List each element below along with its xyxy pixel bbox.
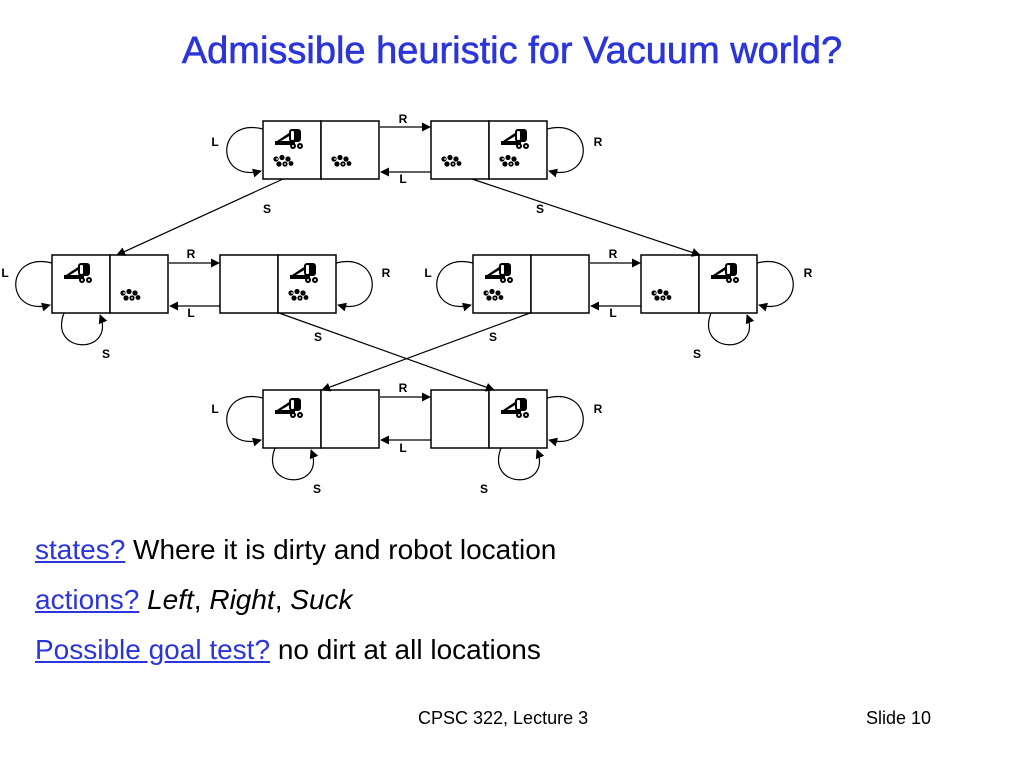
label-R-3-4: R xyxy=(187,247,196,261)
actions-suck: Suck xyxy=(290,584,353,615)
actions-left: Left xyxy=(147,584,194,615)
actions-right: Right xyxy=(209,584,275,615)
state-1-cell-right xyxy=(320,120,380,180)
bullet-states: states? Where it is dirty and robot loca… xyxy=(35,530,556,580)
label-S-state-3: S xyxy=(102,347,110,361)
label-S-state-7: S xyxy=(313,482,321,496)
states-link[interactable]: states? xyxy=(35,534,126,565)
label-R-5-6: R xyxy=(609,247,618,261)
actions-sep-1: , xyxy=(193,584,210,615)
label-R-state-8: R xyxy=(594,402,603,416)
loop-suck-state-8 xyxy=(498,447,545,481)
loop-suck-state-7 xyxy=(272,447,319,481)
state-4-cell-right xyxy=(277,254,337,314)
label-S-state-8: S xyxy=(480,482,488,496)
state-2-cell-left xyxy=(430,120,490,180)
slide-title: Admissible heuristic for Vacuum world? xyxy=(181,30,843,73)
label-L-8-7: L xyxy=(399,441,406,455)
state-6-cell-left xyxy=(640,254,700,314)
loop-left-state-3 xyxy=(15,260,53,312)
loop-suck-state-3 xyxy=(61,312,108,346)
state-7-cell-right xyxy=(320,389,380,449)
loop-suck-state-6 xyxy=(708,312,755,346)
loop-right-state-4 xyxy=(335,260,373,312)
label-L-state-5: L xyxy=(424,266,431,280)
label-R-1-2: R xyxy=(399,112,408,126)
label-S-state-6: S xyxy=(693,347,701,361)
label-R-state-6: R xyxy=(804,266,813,280)
label-L-state-1: L xyxy=(211,135,218,149)
label-R-7-8: R xyxy=(399,381,408,395)
arrow-S-2-6 xyxy=(471,178,701,257)
label-L-4-3: L xyxy=(187,306,194,320)
actions-sep-2: , xyxy=(274,584,291,615)
states-text: Where it is dirty and robot location xyxy=(125,534,557,565)
label-R-state-4: R xyxy=(382,266,391,280)
loop-left-state-7 xyxy=(226,395,264,447)
state-5-cell-left xyxy=(472,254,532,314)
bullet-actions: actions? Left, Right, Suck xyxy=(35,580,556,630)
loop-right-state-6 xyxy=(756,260,794,312)
arrow-S-4-8 xyxy=(278,312,495,392)
state-8-cell-left xyxy=(430,389,490,449)
arrow-S-5-7 xyxy=(321,312,531,392)
vacuum-state-space-diagram: L R R L S S L R S R L L R S R L S S L R S S R L xyxy=(1,112,813,496)
bullet-goal-test: Possible goal test? no dirt at all locat… xyxy=(35,630,556,680)
label-L-2-1: L xyxy=(399,172,406,186)
arrow-S-1-3 xyxy=(116,178,284,256)
loop-left-state-1 xyxy=(226,126,264,178)
loop-left-state-5 xyxy=(436,260,474,312)
label-S-5-7: S xyxy=(489,330,497,344)
label-S-2-6: S xyxy=(536,202,544,216)
state-4-cell-left xyxy=(219,254,279,314)
loop-right-state-2 xyxy=(546,126,584,178)
footer-slide-number: Slide 10 xyxy=(866,708,932,728)
label-L-6-5: L xyxy=(609,306,616,320)
goal-test-text: no dirt at all locations xyxy=(270,634,541,665)
label-L-state-3: L xyxy=(1,266,8,280)
loop-right-state-8 xyxy=(546,395,584,447)
footer-course: CPSC 322, Lecture 3 xyxy=(418,708,589,728)
state-3-cell-right xyxy=(109,254,169,314)
state-5-cell-right xyxy=(530,254,590,314)
label-S-4-8: S xyxy=(314,330,322,344)
label-S-1-3: S xyxy=(263,202,271,216)
bullet-list: states? Where it is dirty and robot loca… xyxy=(35,530,556,680)
goal-test-link[interactable]: Possible goal test? xyxy=(35,634,271,665)
label-L-state-7: L xyxy=(211,402,218,416)
label-R-state-2: R xyxy=(594,135,603,149)
actions-link[interactable]: actions? xyxy=(35,584,140,615)
